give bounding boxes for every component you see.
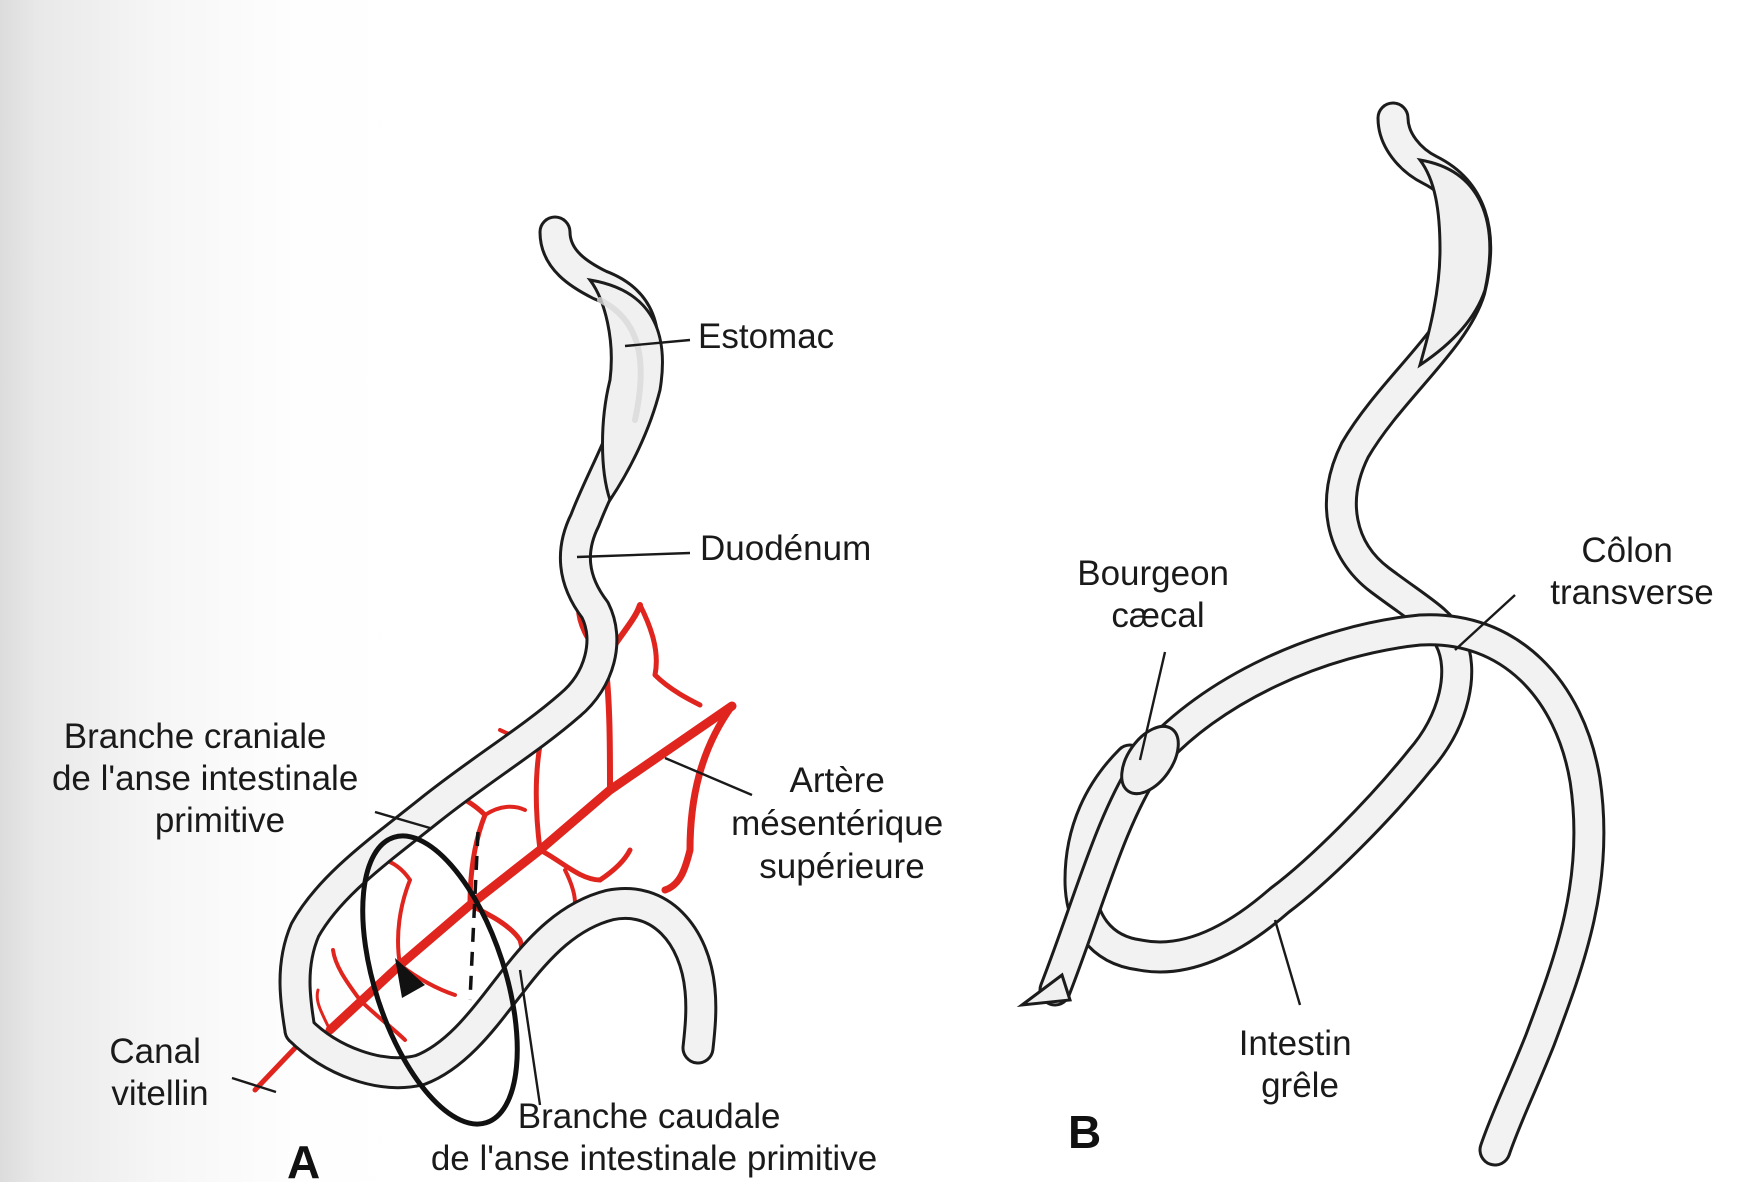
- label-branche-craniale: Branche craniale de l'anse intestinale p…: [52, 717, 368, 840]
- label-branche-caudale-line1: Branche caudale: [518, 1097, 781, 1136]
- panel-a-letter: A: [287, 1136, 320, 1182]
- label-bourgeon: Bourgeon cæcal: [1077, 554, 1239, 635]
- label-branche-craniale-line1: Branche craniale: [64, 717, 327, 756]
- label-intestin: Intestin grêle: [1239, 1024, 1362, 1105]
- label-artere: Artère mésentérique supérieure: [731, 761, 953, 886]
- leader-artere: [665, 758, 752, 795]
- rotated-gut-tube: [1022, 118, 1589, 1150]
- label-intestin-line2: grêle: [1261, 1066, 1339, 1105]
- label-branche-craniale-line2: de l'anse intestinale: [52, 759, 358, 798]
- label-artere-line1: Artère: [789, 761, 884, 800]
- leader-duodenum: [577, 553, 690, 557]
- label-branche-craniale-line3: primitive: [155, 801, 285, 840]
- label-artere-line2: mésentérique: [731, 804, 943, 843]
- panel-a: Estomac Duodénum Branche craniale de l'a…: [52, 232, 953, 1182]
- label-intestin-line1: Intestin: [1239, 1024, 1352, 1063]
- label-bourgeon-line1: Bourgeon: [1077, 554, 1229, 593]
- label-branche-caudale: Branche caudale de l'anse intestinale pr…: [431, 1097, 877, 1178]
- label-colon-line1: Côlon: [1581, 531, 1672, 570]
- label-branche-caudale-line2: de l'anse intestinale primitive: [431, 1139, 877, 1178]
- label-bourgeon-line2: cæcal: [1111, 596, 1204, 635]
- label-canal-line1: Canal: [109, 1032, 200, 1071]
- leader-intestin: [1275, 920, 1300, 1005]
- label-canal: Canal vitellin: [109, 1032, 210, 1113]
- label-colon-line2: transverse: [1550, 573, 1713, 612]
- leader-branche-caudale: [520, 970, 540, 1105]
- label-estomac: Estomac: [698, 317, 834, 356]
- panel-b-letter: B: [1068, 1106, 1101, 1158]
- label-colon: Côlon transverse: [1550, 531, 1713, 612]
- label-artere-line3: supérieure: [759, 847, 924, 886]
- label-duodenum: Duodénum: [700, 529, 871, 568]
- panel-b: Bourgeon cæcal Côlon transverse Intestin…: [1022, 118, 1714, 1158]
- stomach-b: [1420, 160, 1490, 365]
- label-canal-line2: vitellin: [111, 1074, 208, 1113]
